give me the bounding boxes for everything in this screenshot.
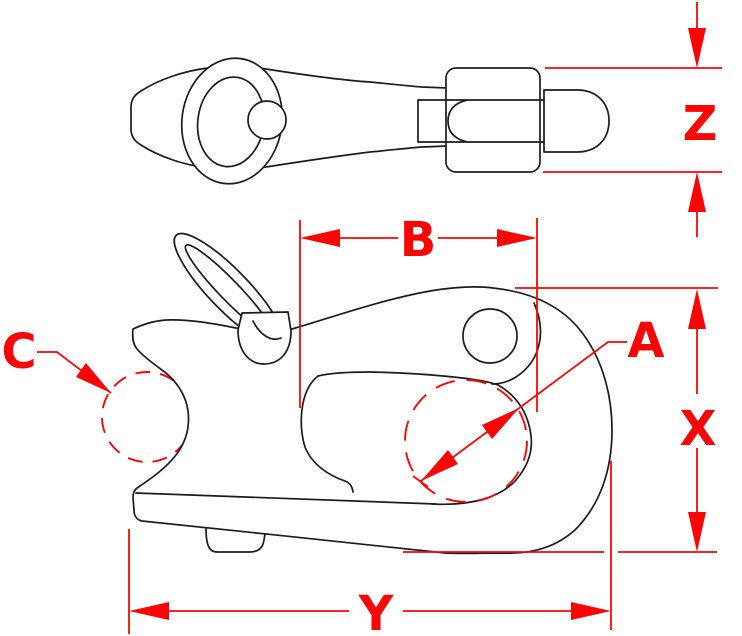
dimension-z: Z [543, 2, 722, 237]
top-view [130, 57, 610, 185]
pivot-pin-hole [462, 308, 518, 364]
jaw-slot [417, 99, 545, 143]
arrowhead-downright-icon [76, 363, 111, 393]
dimension-label-a: A [627, 313, 664, 369]
dimension-label-x: X [679, 401, 716, 457]
side-view [101, 232, 613, 555]
dimension-a-dashed-circle [404, 379, 528, 503]
arrowhead-left-icon [129, 602, 169, 620]
dimension-b: B [299, 212, 538, 412]
throat-opening [300, 371, 533, 506]
dimension-label-c: C [1, 324, 36, 380]
dimension-label-b: B [400, 212, 437, 268]
arm-cap-curve [491, 302, 542, 385]
dimension-label-y: Y [358, 586, 395, 636]
dimension-annotations: Z B X Y A [1, 2, 722, 636]
arrowhead-upright-icon [482, 408, 519, 439]
arrowhead-right-icon [571, 602, 611, 620]
dimension-x: X [403, 287, 718, 553]
dimension-y: Y [128, 461, 612, 636]
top-view-body-outline [130, 65, 449, 171]
release-tab [205, 527, 266, 553]
jaw-block [445, 67, 541, 173]
arrowhead-downleft-icon [421, 450, 458, 481]
ring-through-boss-arc [252, 320, 282, 340]
arrowhead-down-icon [688, 28, 706, 68]
jaw-seam-line [135, 492, 437, 505]
arrowhead-up-icon [688, 172, 706, 212]
dimension-a: A [412, 313, 665, 488]
arrowhead-right-icon [497, 229, 537, 247]
dimension-label-z: Z [683, 96, 718, 152]
swivel-collar-boss [237, 311, 292, 365]
pull-knob-ball [247, 100, 287, 140]
arrowhead-down-icon [688, 512, 706, 552]
arrowhead-up-icon [688, 289, 706, 329]
tongue-pin [543, 89, 610, 153]
arrowhead-left-icon [300, 229, 340, 247]
dimension-c: C [1, 324, 112, 394]
